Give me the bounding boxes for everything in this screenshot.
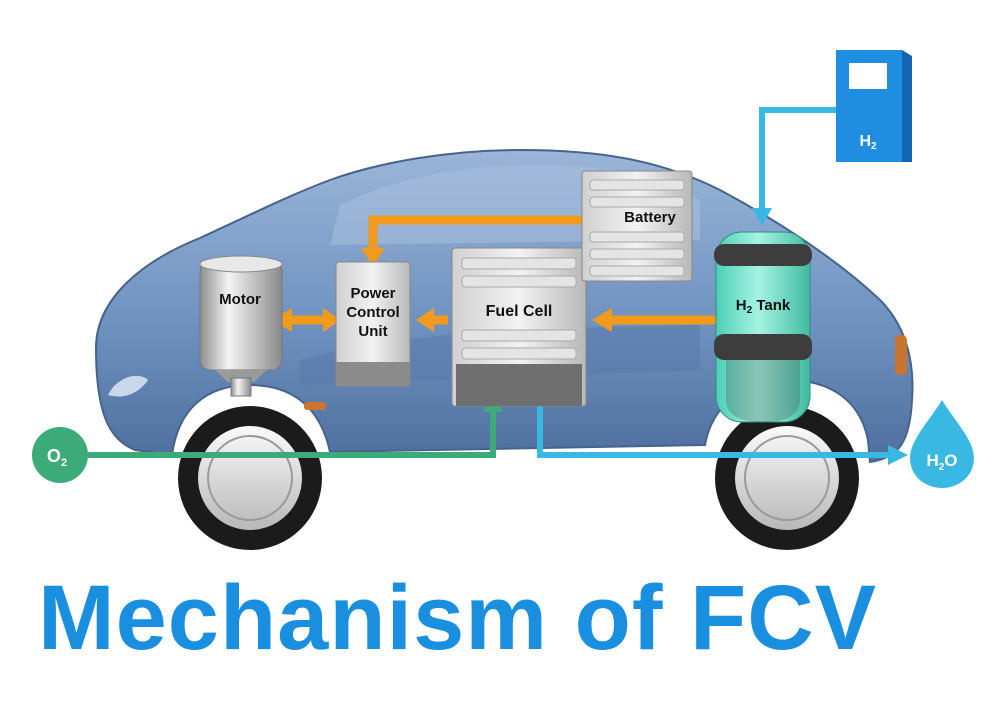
rear-wheel — [178, 406, 322, 550]
fuel-cell-label: Fuel Cell — [486, 303, 553, 320]
water-drop-icon: H2O — [910, 400, 974, 488]
battery: Battery — [581, 170, 693, 282]
front-wheel — [715, 406, 859, 550]
hydrogen-tank: H2 Tank — [714, 231, 812, 423]
motor-component: Motor — [199, 255, 283, 397]
battery-label: Battery — [624, 209, 676, 226]
station-label: H2 — [859, 133, 877, 152]
oxygen-badge: O2 — [32, 427, 88, 483]
tank-label: H2 Tank — [736, 297, 791, 316]
hydrogen-station-icon: H2 — [836, 50, 912, 162]
hydrogen-supply-line — [752, 107, 836, 226]
pcu-label-line3: Unit — [358, 323, 387, 340]
oxygen-label: O2 — [47, 446, 67, 469]
water-flow-line — [537, 400, 908, 465]
pcu-label-line2: Control — [346, 304, 399, 321]
fuel-cell: Fuel Cell — [451, 247, 587, 407]
diagram-title: Mechanism of FCV — [38, 567, 878, 669]
pcu-label-line1: Power — [350, 285, 395, 302]
motor-label: Motor — [219, 291, 261, 308]
water-label: H2O — [926, 451, 957, 473]
power-control-unit: Power Control Unit — [335, 261, 411, 387]
